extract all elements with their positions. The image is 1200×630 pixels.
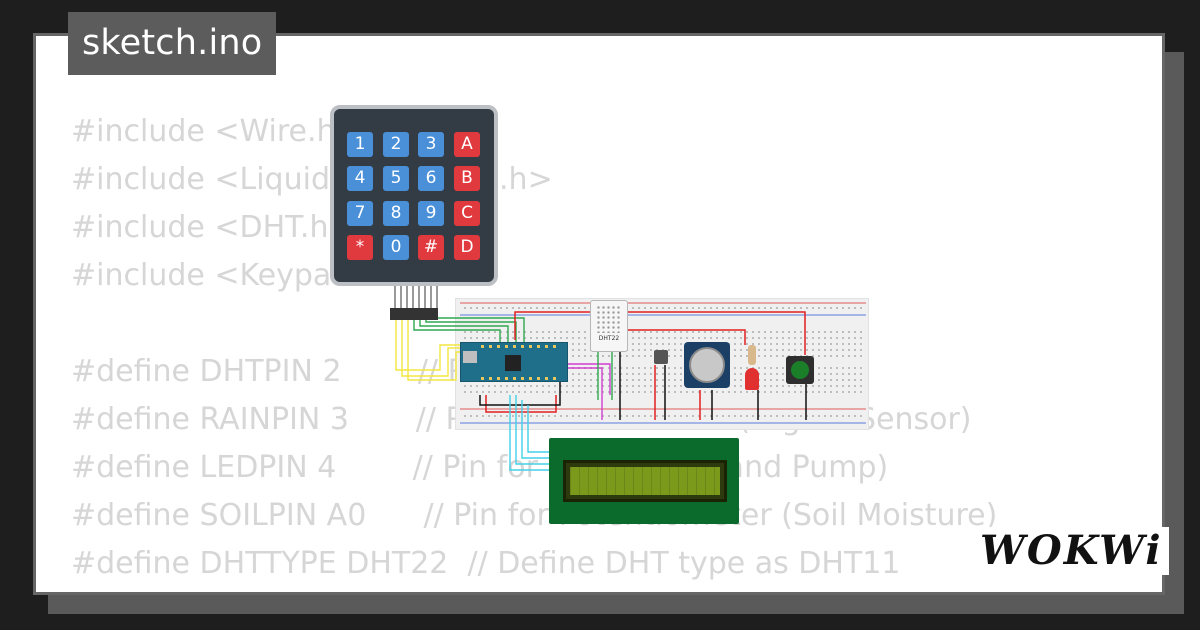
code-line: #define DHTTYPE DHT22 // Define DHT type… bbox=[71, 546, 901, 581]
key-3: 3 bbox=[418, 132, 444, 157]
lcd-character-area bbox=[570, 467, 720, 495]
potentiometer-knob bbox=[689, 347, 725, 383]
key-b: B bbox=[454, 166, 480, 191]
lcd-screen bbox=[563, 460, 727, 502]
key-2: 2 bbox=[383, 132, 409, 157]
lcd-display bbox=[549, 438, 739, 524]
pushbutton-cap bbox=[791, 361, 809, 379]
wokwi-logo-text: WOKWi bbox=[980, 527, 1163, 574]
file-title: sketch.ino bbox=[68, 12, 277, 75]
key-5: 5 bbox=[383, 166, 409, 191]
key-7: 7 bbox=[347, 201, 373, 226]
key-4: 4 bbox=[347, 166, 373, 191]
slide-switch bbox=[654, 350, 668, 364]
key-star: * bbox=[347, 235, 373, 260]
resistor bbox=[748, 345, 756, 365]
red-led bbox=[745, 368, 759, 390]
dht22-label: DHT22 bbox=[598, 335, 620, 342]
keypad-header-pins bbox=[390, 286, 438, 320]
wokwi-logo: WOKWi bbox=[974, 527, 1169, 575]
key-c: C bbox=[454, 201, 480, 226]
membrane-keypad: 1 2 3 A 4 5 6 B 7 8 9 C * 0 # D bbox=[330, 105, 498, 286]
key-1: 1 bbox=[347, 132, 373, 157]
dht22-grille bbox=[596, 305, 622, 333]
arduino-nano bbox=[460, 342, 568, 382]
key-d: D bbox=[454, 235, 480, 260]
code-line: #define LEDPIN 4 // Pin for LED (Water a… bbox=[71, 450, 889, 485]
key-6: 6 bbox=[418, 166, 444, 191]
pushbutton bbox=[786, 356, 814, 384]
key-hash: # bbox=[418, 235, 444, 260]
dht22-sensor: DHT22 bbox=[590, 300, 628, 352]
key-0: 0 bbox=[383, 235, 409, 260]
key-8: 8 bbox=[383, 201, 409, 226]
key-a: A bbox=[454, 132, 480, 157]
code-line: #include <DHT.h> bbox=[71, 210, 354, 245]
code-line: #include <Wire.h> bbox=[71, 114, 361, 149]
potentiometer bbox=[684, 342, 730, 388]
nano-pins bbox=[463, 345, 556, 380]
key-9: 9 bbox=[418, 201, 444, 226]
code-line: #define SOILPIN A0 // Pin for Potentiome… bbox=[71, 498, 998, 533]
